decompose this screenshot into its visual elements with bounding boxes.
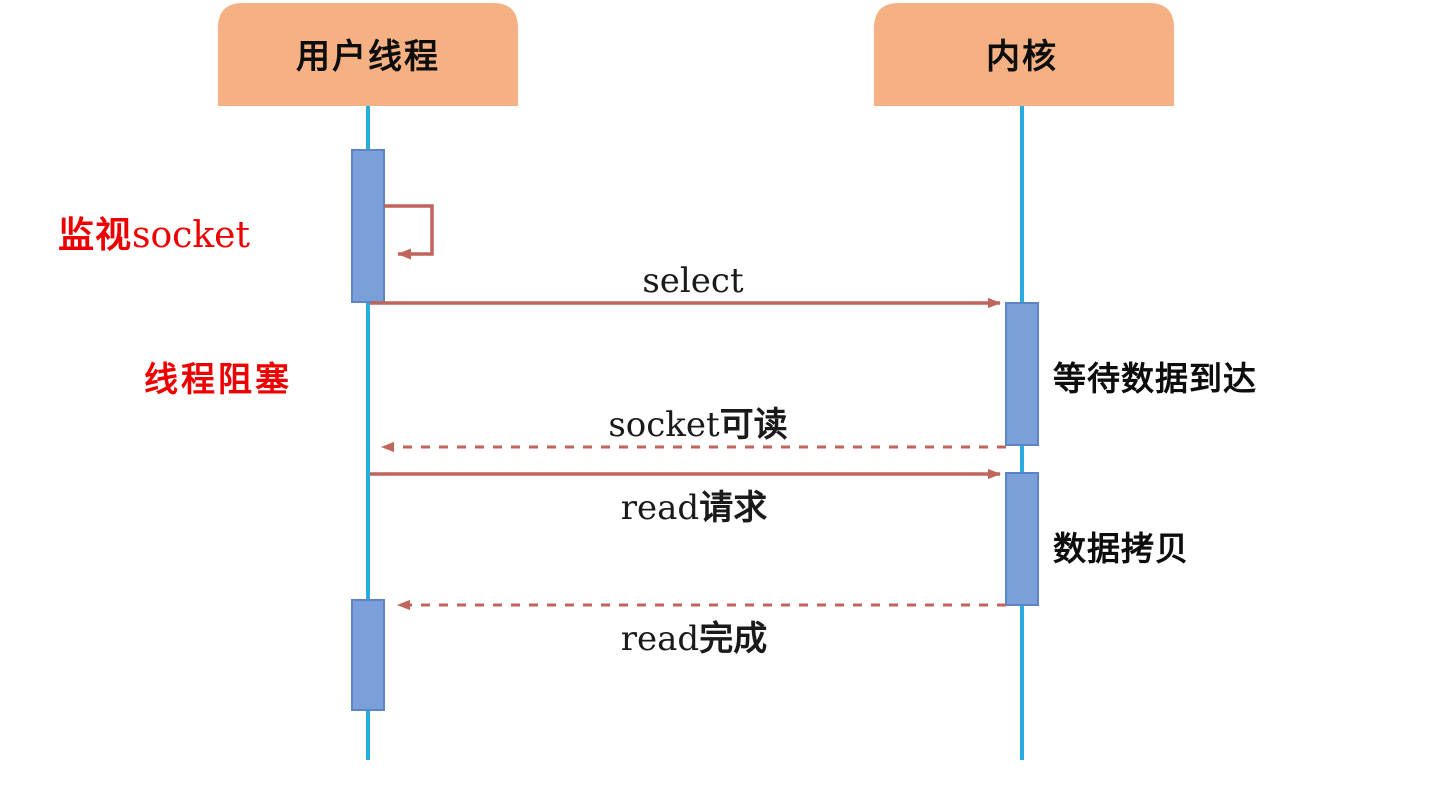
participant-label-user: 用户线程 [296, 37, 440, 77]
activation-bar-user-1 [351, 149, 385, 303]
participant-box-user[interactable]: 用户线程 [218, 3, 518, 106]
message-read-complete[interactable]: read完成 [397, 599, 1006, 659]
self-loop-path [384, 204, 434, 260]
message-label-socket-readable-cjk: 可读 [720, 405, 788, 445]
activation-bar-user-2 [351, 599, 385, 711]
message-label-read-complete-cjk: 完成 [699, 619, 767, 659]
participant-box-kernel-shape [874, 3, 1174, 106]
activation-bar-kernel-2 [1005, 472, 1039, 606]
message-label-select: select [642, 261, 744, 301]
participant-label-kernel: 内核 [986, 37, 1058, 77]
message-label-read-request: read请求 [621, 488, 767, 528]
message-label-read-complete: read完成 [621, 619, 767, 659]
message-socket-readable[interactable]: socket可读 [381, 405, 1006, 453]
note-waiting-data: 等待数据到达 [1053, 359, 1257, 398]
annotation-watch-socket-cjk: 监视 [58, 215, 132, 256]
message-label-socket-readable: socket可读 [608, 405, 787, 445]
message-label-read-request-latin: read [621, 488, 699, 528]
note-copy-data: 数据拷贝 [1053, 529, 1189, 568]
message-label-read-request-cjk: 请求 [699, 488, 767, 528]
message-label-read-complete-latin: read [621, 619, 699, 659]
annotation-watch-socket-latin: socket [132, 215, 250, 256]
activation-bar-kernel-1 [1005, 302, 1039, 446]
message-read-request[interactable]: read请求 [370, 468, 1001, 528]
message-label-socket-readable-latin: socket [608, 405, 720, 445]
participant-box-kernel[interactable]: 内核 [874, 3, 1174, 106]
message-arrow-self-loop[interactable] [384, 204, 434, 260]
participant-box-user-shape [218, 3, 518, 106]
annotation-watch-socket: 监视socket [58, 215, 250, 256]
message-select[interactable]: select [370, 261, 1001, 309]
annotation-thread-blocked: 线程阻塞 [144, 360, 292, 400]
